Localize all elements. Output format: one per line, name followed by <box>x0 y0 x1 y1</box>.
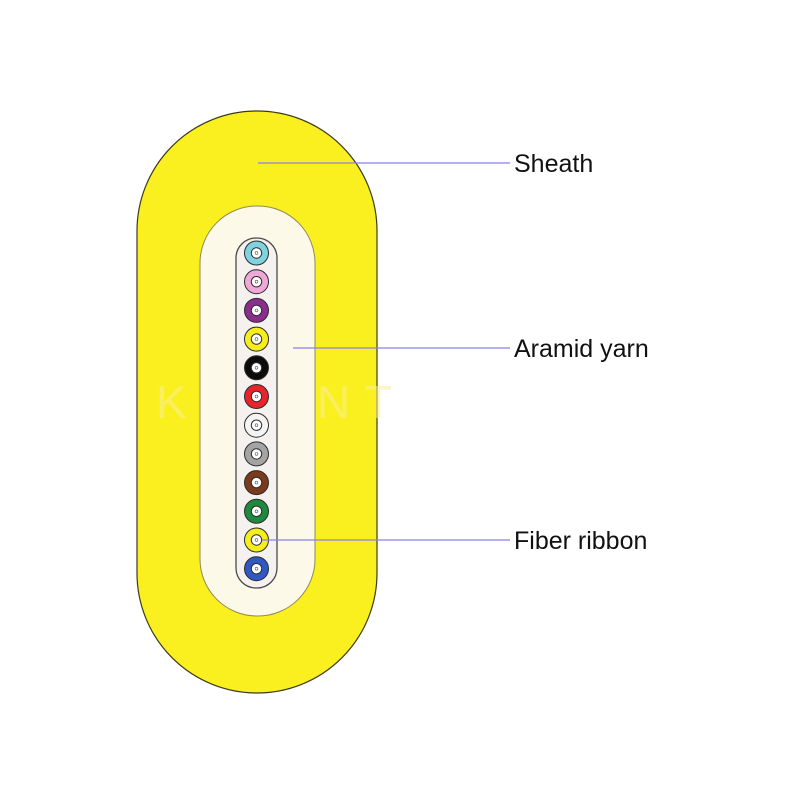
fiber-core <box>254 480 259 485</box>
fiber-8-slate <box>244 441 269 467</box>
fiber-10-green <box>244 498 269 524</box>
fiber-core <box>254 280 259 284</box>
aramid-yarn-label: Aramid yarn <box>514 335 649 363</box>
fiber-5-black <box>244 355 269 381</box>
fiber-core <box>254 366 259 370</box>
fiber-core <box>254 452 259 456</box>
fiber-7-white <box>244 412 269 438</box>
fiber-3-violet <box>244 297 269 323</box>
fiber-core <box>254 566 259 571</box>
fiber-core <box>254 394 259 399</box>
fiber-core <box>254 337 259 341</box>
fiber-ribbon <box>244 240 269 582</box>
fiber-4-yellow <box>244 326 269 352</box>
sheath-label: Sheath <box>514 150 593 178</box>
fiber-core <box>254 423 259 427</box>
fiber-core <box>254 538 259 542</box>
fiber-2-rose <box>244 269 269 295</box>
fiber-core <box>254 251 259 255</box>
fiber-9-brown <box>244 470 269 496</box>
fiber-12-blue <box>244 556 269 582</box>
fiber-core <box>254 509 259 513</box>
fiber-core <box>254 308 259 313</box>
fiber-6-red <box>244 384 269 409</box>
fiber-1-aqua <box>244 240 269 266</box>
fiber-ribbon-label: Fiber ribbon <box>514 527 647 555</box>
